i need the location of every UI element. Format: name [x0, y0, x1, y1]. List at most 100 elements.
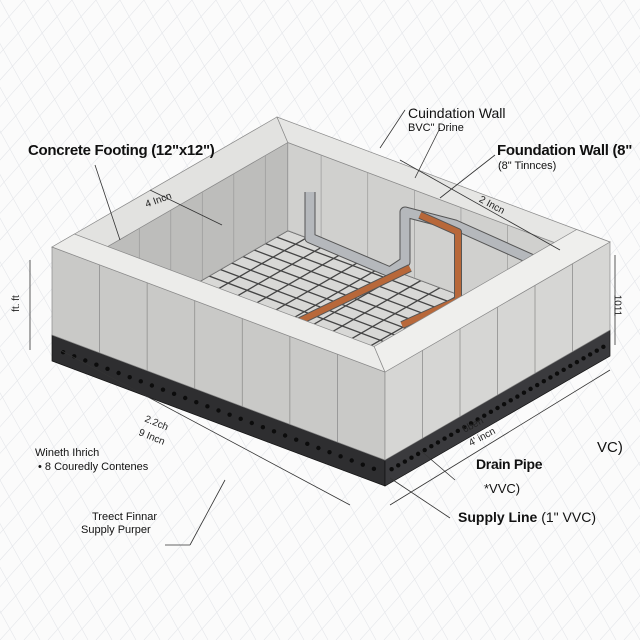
- grid-line: [479, 461, 640, 640]
- dim-right-side: 1011: [611, 294, 623, 317]
- footing-hole: [495, 405, 500, 411]
- label-wineth-line2: • 8 Couredly Contenes: [38, 461, 149, 473]
- label-supply-line: Supply Line (1" VVC): [458, 509, 596, 525]
- leader-line: [389, 369, 611, 506]
- leader-line: [389, 477, 451, 519]
- label-vc: VC): [597, 439, 623, 456]
- footing-hole: [94, 362, 99, 367]
- grid-line: [0, 392, 137, 640]
- footing-hole: [574, 359, 580, 365]
- footing-hole: [171, 391, 177, 397]
- footing-hole: [468, 421, 474, 426]
- grid-line: [359, 328, 640, 640]
- footing-hole: [138, 379, 143, 384]
- supply-line-spec: (1" VVC): [541, 509, 596, 525]
- footing-hole: [183, 395, 188, 401]
- leader-line: [94, 164, 121, 241]
- footing-hole: [587, 352, 593, 357]
- leader-line: [149, 189, 223, 226]
- grid-line: [0, 523, 65, 640]
- grid-line: [551, 0, 640, 161]
- footing-hole: [521, 390, 527, 395]
- footing-hole: [462, 424, 467, 430]
- grid-line: [0, 0, 169, 188]
- grid-line: [0, 0, 241, 268]
- footing-hole: [515, 394, 520, 399]
- grid-line: [503, 0, 640, 248]
- footing-hole: [105, 366, 110, 372]
- grid-line: [0, 348, 161, 640]
- grid-line: [407, 381, 640, 640]
- footing-hole: [216, 408, 221, 413]
- leader-line: [399, 159, 561, 251]
- grid-line: [383, 355, 640, 640]
- footing-hole: [260, 424, 266, 430]
- footing-hole: [271, 429, 277, 434]
- grid-line: [0, 479, 89, 640]
- footing-hole: [501, 401, 507, 407]
- footing-hole: [554, 371, 560, 376]
- grid-line: [527, 515, 640, 640]
- footing-hole: [601, 344, 606, 350]
- leader-line: [59, 349, 351, 506]
- grid-line: [335, 301, 640, 640]
- grid-line: [0, 0, 121, 134]
- footing-hole: [415, 451, 421, 457]
- footing-hole: [429, 444, 434, 449]
- footing-hole: [581, 356, 586, 361]
- grid-line: [0, 0, 193, 214]
- label-drain-pipe-sub: *VVC): [484, 481, 521, 496]
- footing-hole: [448, 432, 454, 437]
- dim-left-side: ft. ft: [10, 295, 22, 312]
- grid-line: [527, 0, 640, 205]
- footing-hole: [305, 441, 310, 447]
- footing-hole: [160, 387, 166, 392]
- label-bvc-drine: BVC" Drine: [408, 122, 464, 134]
- leader-line: [439, 154, 496, 199]
- label-wineth-line1: Wineth Ihrich: [35, 447, 100, 459]
- footing-hole: [227, 412, 232, 417]
- grid-line: [0, 0, 145, 161]
- footing-hole: [127, 374, 132, 380]
- footing-hole: [371, 466, 377, 472]
- footing-hole: [541, 379, 547, 384]
- footing-hole: [475, 417, 480, 422]
- leader-line: [414, 127, 441, 179]
- grid-line: [0, 0, 337, 374]
- footing-hole: [435, 440, 441, 445]
- label-concrete-footing: Concrete Footing (12"x12"): [28, 142, 215, 159]
- grid-line: [0, 0, 217, 241]
- grid-line: [0, 261, 209, 640]
- label-foundation-wall: Foundation Wall (8": [497, 142, 633, 159]
- grid-line: [575, 0, 640, 117]
- footing-hole: [528, 386, 533, 392]
- supply-line-title: Supply Line: [458, 509, 538, 525]
- footing-hole: [442, 436, 447, 441]
- footing-hole: [402, 459, 408, 464]
- footing-hole: [116, 370, 121, 376]
- label-foundation-wall-sub: (8" Tinnces): [498, 160, 557, 172]
- footing-hole: [349, 458, 354, 463]
- footing-hole: [455, 428, 460, 434]
- footing-hole: [482, 413, 487, 418]
- grid-line: [0, 0, 265, 294]
- footing-hole: [409, 455, 414, 460]
- grid-line: [0, 0, 289, 321]
- grid-line: [455, 0, 640, 336]
- footing-hole: [548, 375, 553, 380]
- drain-pipe: [305, 192, 602, 295]
- label-treect-line2: Supply Purper: [81, 524, 151, 536]
- footing-hole: [422, 447, 427, 453]
- footing-hole: [327, 449, 332, 455]
- footing-hole: [83, 358, 88, 363]
- supply-line-riser: [400, 212, 461, 328]
- footing-hole: [194, 399, 199, 405]
- grid-line: [0, 435, 113, 640]
- leader-line: [379, 109, 406, 149]
- footing-hole: [316, 445, 321, 451]
- footing-hole: [389, 466, 394, 472]
- footing-hole: [568, 363, 573, 369]
- footing-hole: [282, 433, 288, 438]
- leader-line: [419, 449, 456, 481]
